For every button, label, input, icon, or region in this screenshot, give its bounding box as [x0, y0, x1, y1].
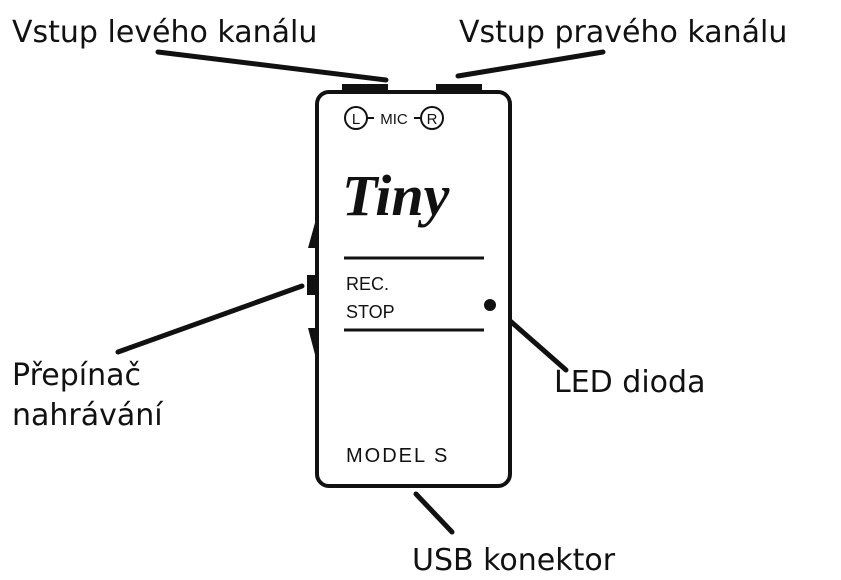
- mic-label: MIC: [380, 111, 408, 128]
- brand-logo: Tiny: [342, 163, 450, 228]
- left-input-jack: [342, 84, 388, 94]
- mic-right-circle: [420, 106, 444, 130]
- device-body: [315, 90, 512, 488]
- mic-right-letter: R: [427, 111, 438, 128]
- mic-left-letter: L: [352, 111, 360, 128]
- label-record-switch-line1: Přepínač: [12, 358, 141, 393]
- label-usb: USB konektor: [412, 543, 616, 578]
- model-label: MODEL S: [346, 445, 449, 467]
- stop-label: STOP: [346, 302, 395, 322]
- right-input-jack: [436, 84, 482, 94]
- label-led: LED dioda: [554, 365, 705, 400]
- leader-right-input: [455, 49, 606, 79]
- label-left-input: Vstup levého kanálu: [12, 15, 317, 50]
- label-record-switch-line2: nahrávání: [12, 398, 164, 433]
- rec-label: REC.: [346, 274, 389, 294]
- led-indicator: [484, 299, 496, 311]
- leader-usb: [413, 491, 455, 535]
- leader-record-switch: [115, 283, 305, 355]
- leader-left-input: [155, 49, 389, 83]
- label-right-input: Vstup pravého kanálu: [459, 15, 787, 50]
